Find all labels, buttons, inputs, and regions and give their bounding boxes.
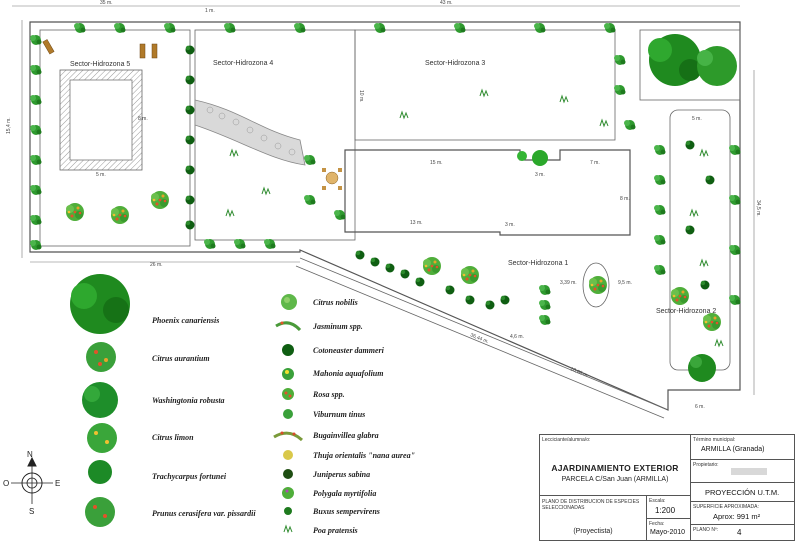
planno-label: PLANO Nº: [693,527,719,533]
legend-item: Poa pratensis [313,526,358,535]
house [344,149,631,236]
compass-rose [11,456,53,504]
lawn-marks [225,89,724,347]
area-label: SUPERFICIE APROXIMADA: [693,504,759,510]
owner-redacted [731,468,767,475]
patio-table [322,168,342,190]
citrus-trees [66,191,721,331]
zone-label: Sector-Hidrozona 5 [70,61,130,68]
muni-value: ARMILLA (Granada) [701,446,765,453]
legend-item: Phoenix canariensis [152,316,219,325]
dim-pool-w: 5 m. [96,172,106,178]
projection: PROYECCIÓN U.T.M. [705,488,780,497]
legend-item: Juniperus sabina [312,470,370,479]
dim-diag-3: 4,6 m. [510,334,524,340]
north-corner-area [639,29,741,101]
legend-item: Mahonia aquafolium [312,369,383,378]
legend-item: Trachycarpus fortunei [152,472,227,481]
date-cell: Fecha: Mayo-2010 [646,518,691,541]
dim-diag-1: 36,44 m. [469,332,489,345]
dim-left: 15,4 m. [6,117,12,134]
muni-label: Término municipal: [693,437,736,443]
lounger [139,43,146,59]
legend-item: Buxus sempervirens [312,507,380,516]
zone-2-area [669,109,731,371]
drawing-subtitle: PARCELA C/San Juan (ARMILLA) [561,476,669,483]
owner-cell: Propietario: [690,459,795,483]
plan-label-cell: PLANO DE DISTRIBUCION DE ESPECIES SELECC… [539,495,647,541]
dim-house-f: 8 m. [620,196,630,202]
legend-item: Jasminum spp. [312,322,363,331]
dim-top-c: 1 m. [205,8,215,14]
legend-item: Cotoneaster dammeri [313,346,385,355]
plan-label: PLANO DE DISTRIBUCION DE ESPECIES SELECC… [542,499,640,511]
zone-label: Sector-Hidrozona 2 [656,308,716,315]
title-cell: Lecciciante/alumna/o: AJARDINAMIENTO EXT… [539,434,691,496]
legend-item: Thuja orientalis "nana aurea" [313,451,415,460]
dim-bottom-a: 26 m. [150,262,163,268]
dim-house-b: 7 m. [590,160,600,166]
lounger [151,43,158,59]
dim-diag-2: 10,66 m. [569,366,589,379]
dim-top-b: 43 m. [440,0,453,6]
legend-right-symbols [273,294,304,533]
zone-label: Sector-Hidrozona 3 [425,60,485,67]
dim-right-a: 5 m. [692,116,702,122]
dim-house-a: 15 m. [430,160,443,166]
owner-label: Propietario: [693,462,719,468]
dim-d5: 9,5 m. [618,280,632,286]
legend-item: Prunus cerasifera var. pissardii [152,509,256,518]
legend-item: Bugainvillea glabra [312,431,379,440]
dim-house-d: 13 m. [410,220,423,226]
legend-left-symbols [70,274,130,527]
area-cell: SUPERFICIE APROXIMADA: Aprox: 991 m² [690,501,795,525]
dim-r6: 6 m. [695,404,705,410]
legend-item: Citrus limon [152,433,194,442]
scale-value: 1:200 [655,506,676,515]
compass-s: S [29,507,34,516]
scale-cell: Escala: 1:200 [646,495,691,519]
planno-value: 4 [737,528,742,537]
dim-house-e: 3 m. [505,222,515,228]
compass-e: E [55,479,60,488]
zone-3-area [354,29,616,141]
legend-item: Rosa spp. [312,390,345,399]
legend-item: Polygala myrtifolia [313,489,376,498]
dim-house-c: 3 m. [535,172,545,178]
legend-item: Citrus nobilis [313,298,358,307]
date-value: Mayo-2010 [650,529,686,536]
dim-d4: 3,39 m. [560,280,577,286]
planter-ellipse [582,262,610,308]
compass-n: N [27,450,33,459]
dim-right-b: 34,5 m. [755,200,761,217]
palm-trees [517,34,737,382]
scale-label: Escala: [649,498,666,504]
pool [69,79,133,161]
zone-label: Sector-Hidrozona 1 [508,260,568,267]
lounger [42,39,55,55]
drawing-title: AJARDINAMIENTO EXTERIOR [551,463,679,473]
legend-right-labels: Citrus nobilis Jasminum spp. Cotoneaster… [312,298,415,535]
compass-o: O [3,479,9,488]
legend-item: Citrus aurantium [152,354,210,363]
planno-cell: PLANO Nº: 4 [690,524,795,541]
legend-item: Washingtonia robusta [152,396,225,405]
dim-mid-h: 10 m. [358,90,364,103]
zone-label: Sector-Hidrozona 4 [213,60,273,67]
student-label: Lecciciante/alumna/o: [542,437,591,443]
projection-cell: PROYECCIÓN U.T.M. [690,482,795,502]
legend-item: Viburnum tinus [313,410,365,419]
title-block: Lecciciante/alumna/o: AJARDINAMIENTO EXT… [539,434,795,541]
author: (Proyectista) [573,528,613,535]
area-value: Aprox: 991 m² [713,512,761,521]
dim-top-a: 35 m. [100,0,113,6]
legend-left-labels: Phoenix canariensis Citrus aurantium Was… [152,316,256,518]
dim-pool-h: 8 m. [138,116,148,122]
muni-cell: Término municipal: ARMILLA (Granada) [690,434,795,460]
stone-path [194,99,306,166]
date-label: Fecha: [649,521,665,527]
